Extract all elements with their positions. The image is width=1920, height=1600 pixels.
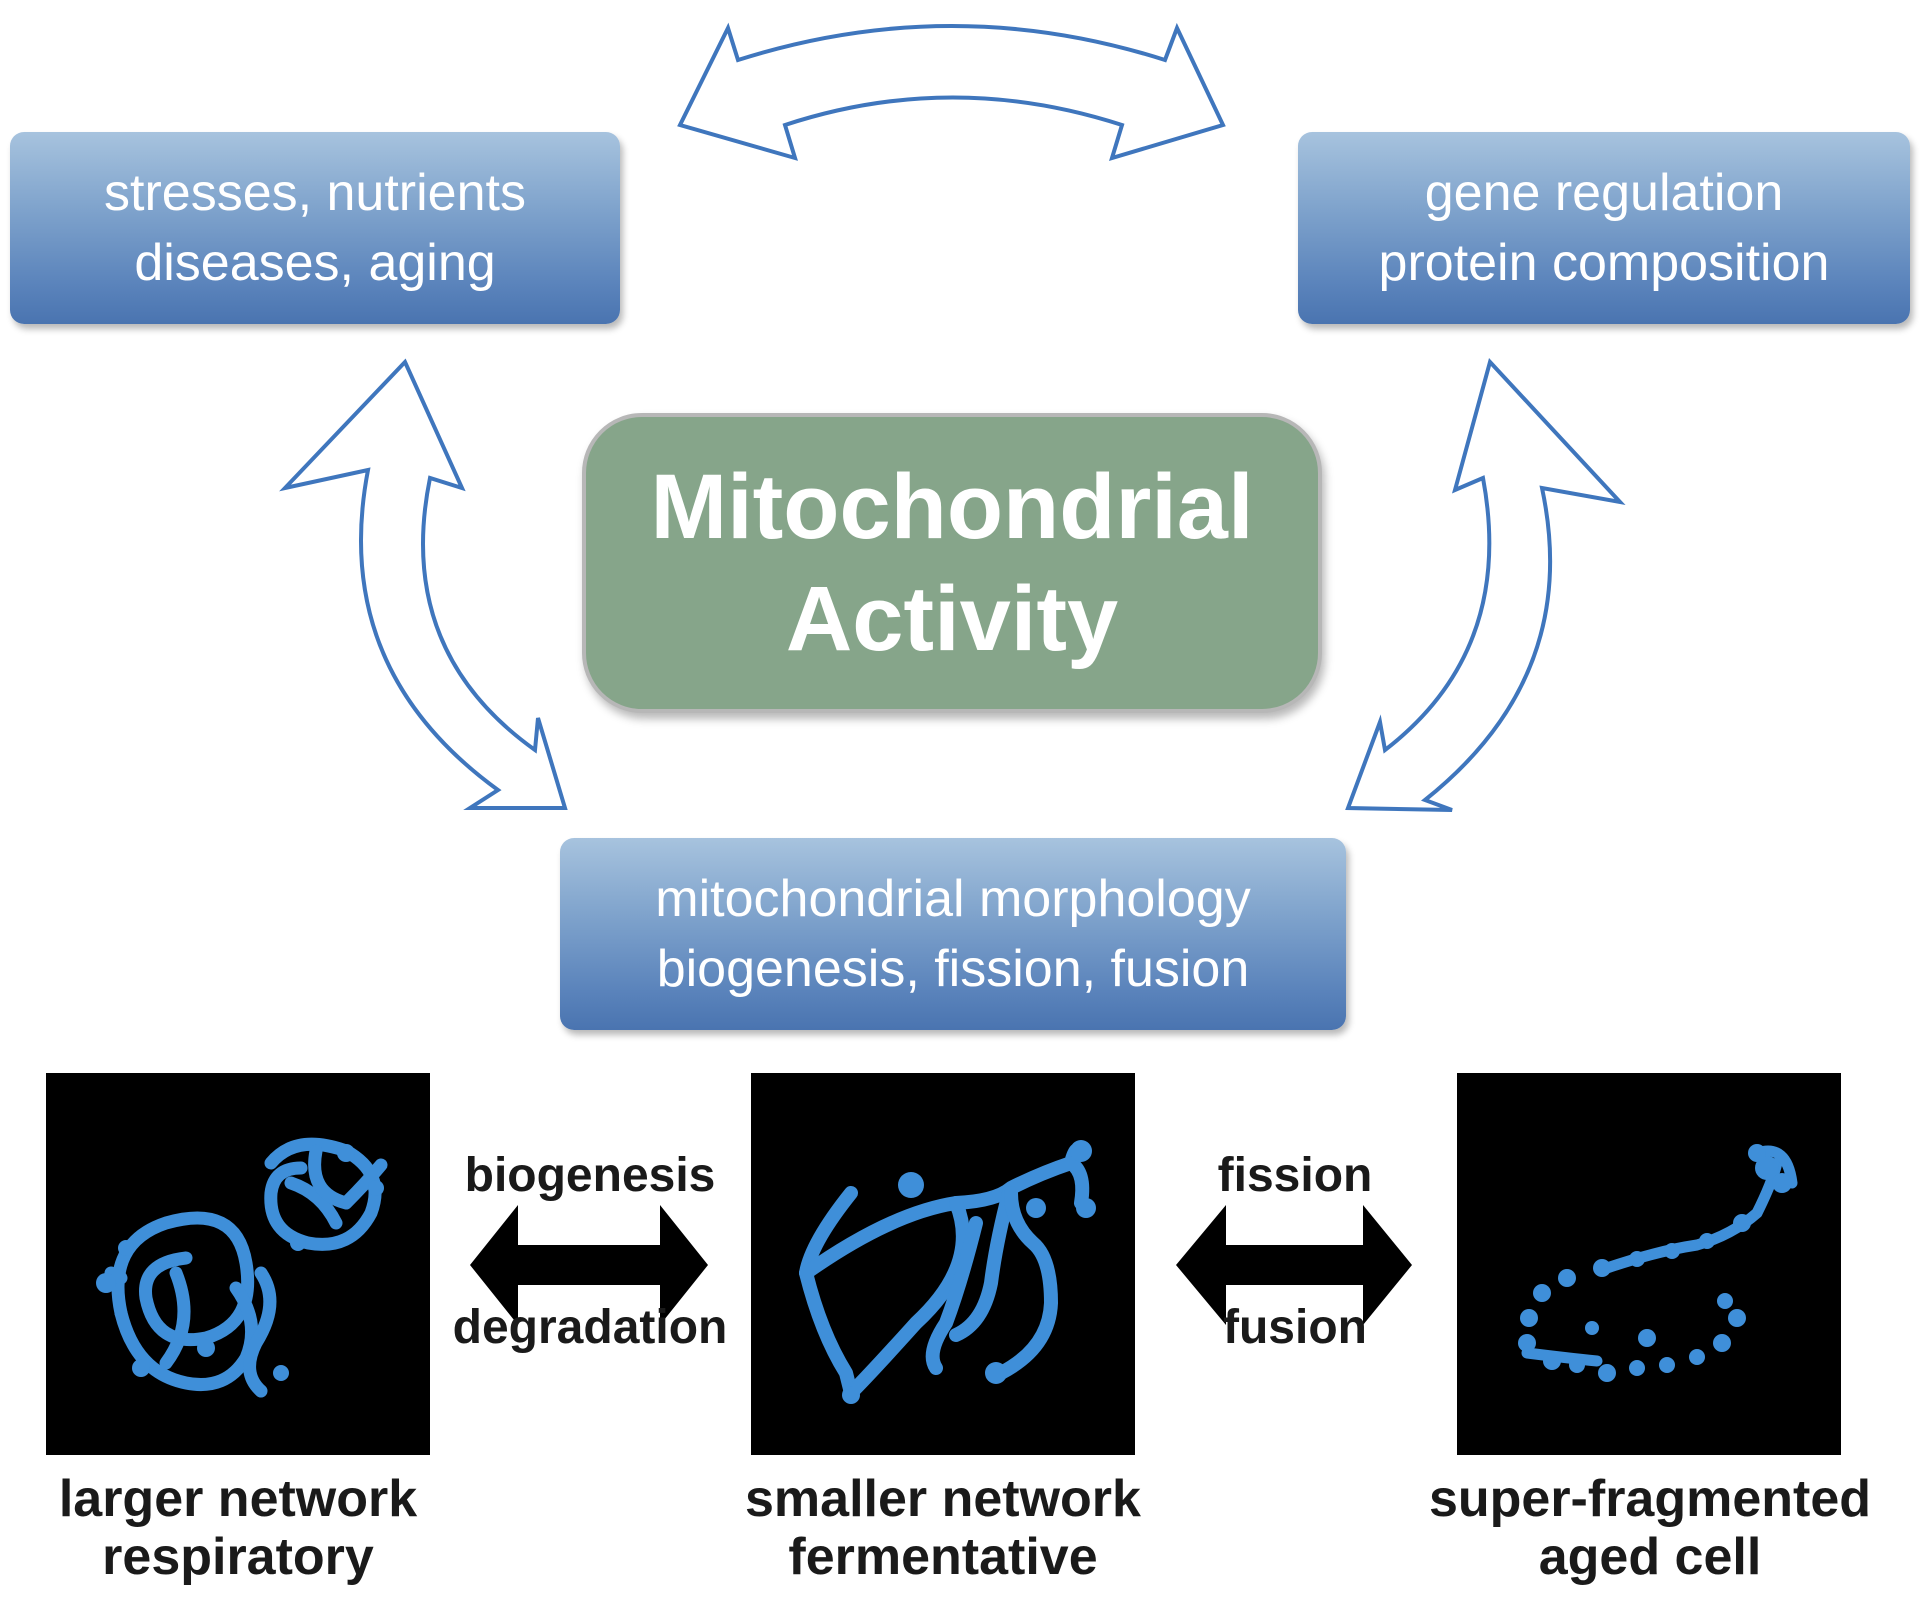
larger-network-image: [46, 1073, 430, 1455]
fusion-label: fusion: [1223, 1301, 1367, 1354]
smaller-line2: fermentative: [788, 1528, 1098, 1586]
gene-line1: gene regulation: [1424, 164, 1784, 222]
larger-line2: respiratory: [102, 1528, 374, 1586]
aged-line1: super-fragmented: [1428, 1470, 1872, 1528]
larger-line1: larger network: [58, 1470, 418, 1528]
morph-line2: biogenesis, fission, fusion: [656, 940, 1250, 998]
super-fragmented-image: [1457, 1073, 1841, 1455]
fission-label: fission: [1217, 1149, 1373, 1202]
right-double-arrow: [1345, 358, 1626, 812]
center-line1: Mitochondrial: [650, 456, 1254, 558]
degradation-label: degradation: [452, 1301, 728, 1354]
stresses-nutrients-box: stresses, nutrients diseases, aging: [10, 132, 620, 324]
super-fragmented-caption: super-fragmented aged cell: [1380, 1470, 1920, 1586]
stresses-line1: stresses, nutrients: [104, 164, 526, 222]
morph-line1: mitochondrial morphology: [655, 870, 1251, 928]
smaller-line1: smaller network: [745, 1470, 1141, 1528]
mitochondrial-activity-box: Mitochondrial Activity: [582, 413, 1322, 713]
left-double-arrow: [279, 358, 568, 810]
biogenesis-degradation-arrow: [470, 1205, 708, 1325]
top-double-arrow: [677, 22, 1226, 161]
stresses-line2: diseases, aging: [134, 234, 496, 292]
smaller-network-caption: smaller network fermentative: [680, 1470, 1206, 1586]
aged-line2: aged cell: [1538, 1528, 1762, 1586]
larger-network-caption: larger network respiratory: [0, 1470, 476, 1586]
fission-fusion-arrow: [1176, 1205, 1412, 1325]
smaller-network-image: [751, 1073, 1135, 1455]
gene-regulation-box: gene regulation protein composition: [1298, 132, 1910, 324]
center-line2: Activity: [785, 568, 1119, 670]
mitochondrial-morphology-box: mitochondrial morphology biogenesis, fis…: [560, 838, 1346, 1030]
biogenesis-label: biogenesis: [464, 1149, 716, 1202]
gene-line2: protein composition: [1378, 234, 1830, 292]
